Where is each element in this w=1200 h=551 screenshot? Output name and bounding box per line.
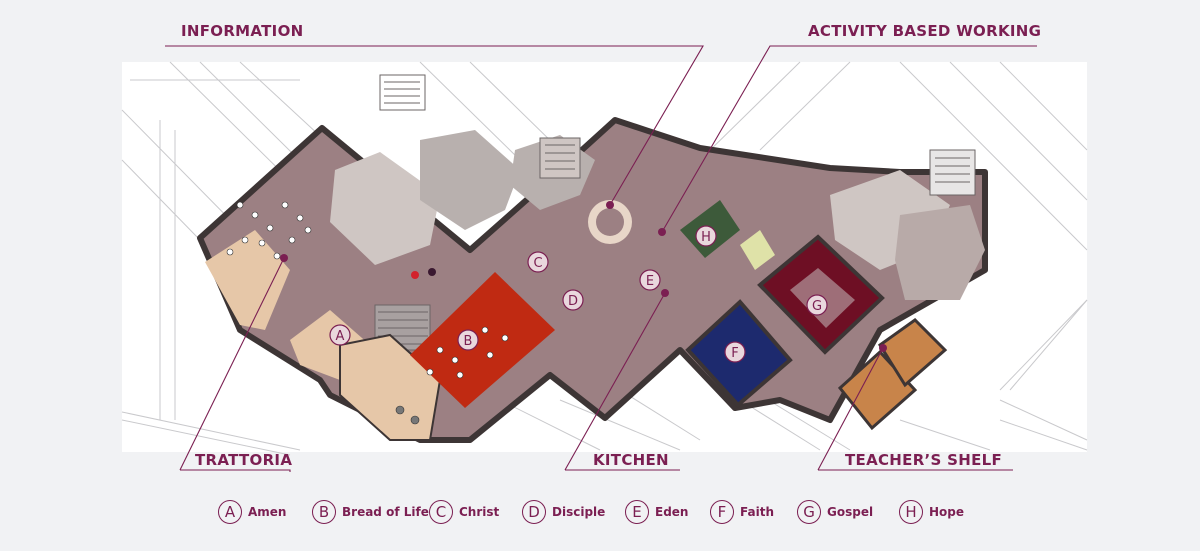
room-marker-f[interactable]: F xyxy=(724,341,746,363)
leader-activity-based-working xyxy=(661,45,1037,233)
legend-item-christ[interactable]: C Christ xyxy=(429,497,499,527)
legend-item-name: Amen xyxy=(248,505,287,519)
room-marker-d-label: D xyxy=(568,294,578,309)
leader-information xyxy=(165,45,704,206)
legend-item-bread-of-life[interactable]: B Bread of Life xyxy=(312,497,429,527)
legend-letter-circle: B xyxy=(312,500,336,524)
legend-item-eden[interactable]: E Eden xyxy=(625,497,688,527)
room-marker-g[interactable]: G xyxy=(806,294,828,316)
legend-item-name: Faith xyxy=(740,505,774,519)
room-markers: A B C D E F G H xyxy=(329,225,828,363)
room-marker-a-label: A xyxy=(336,329,345,344)
callout-leaders xyxy=(165,45,1037,472)
callout-activity-based-working: ACTIVITY BASED WORKING xyxy=(808,22,1042,40)
legend-letter-circle: C xyxy=(429,500,453,524)
callout-kitchen: KITCHEN xyxy=(593,451,669,469)
room-marker-b[interactable]: B xyxy=(457,329,479,351)
legend-letter-circle: A xyxy=(218,500,242,524)
room-marker-c[interactable]: C xyxy=(527,251,549,273)
callout-information: INFORMATION xyxy=(181,22,304,40)
legend-item-name: Eden xyxy=(655,505,689,519)
legend-letter-circle: G xyxy=(797,500,821,524)
room-marker-d[interactable]: D xyxy=(562,289,584,311)
legend-item-name: Disciple xyxy=(552,505,606,519)
legend-item-name: Hope xyxy=(929,505,965,519)
room-marker-a[interactable]: A xyxy=(329,324,351,346)
legend-item-hope[interactable]: H Hope xyxy=(899,497,964,527)
room-marker-h[interactable]: H xyxy=(695,225,717,247)
legend-item-name: Bread of Life xyxy=(342,505,429,519)
room-marker-c-label: C xyxy=(533,256,542,271)
room-marker-e[interactable]: E xyxy=(639,269,661,291)
room-marker-f-label: F xyxy=(731,346,738,361)
callout-teachers-shelf: TEACHER’S SHELF xyxy=(845,451,1003,469)
legend-letter-circle: F xyxy=(710,500,734,524)
legend-item-gospel[interactable]: G Gospel xyxy=(797,497,873,527)
leader-trattoria xyxy=(180,469,291,472)
legend-item-faith[interactable]: F Faith xyxy=(710,497,774,527)
legend-letter-circle: D xyxy=(522,500,546,524)
room-marker-e-label: E xyxy=(646,274,654,289)
room-marker-g-label: G xyxy=(812,299,822,314)
legend-item-name: Christ xyxy=(459,505,500,519)
legend-letter-circle: E xyxy=(625,500,649,524)
room-marker-h-label: H xyxy=(701,230,711,245)
furniture xyxy=(226,201,509,425)
callout-trattoria: TRATTORIA xyxy=(195,451,293,469)
legend-item-name: Gospel xyxy=(827,505,874,519)
legend-item-amen[interactable]: A Amen xyxy=(218,497,286,527)
legend: A Amen B Bread of Life C Christ D Discip… xyxy=(0,497,1200,529)
legend-item-disciple[interactable]: D Disciple xyxy=(522,497,605,527)
room-marker-b-label: B xyxy=(464,334,473,349)
legend-letter-circle: H xyxy=(899,500,923,524)
